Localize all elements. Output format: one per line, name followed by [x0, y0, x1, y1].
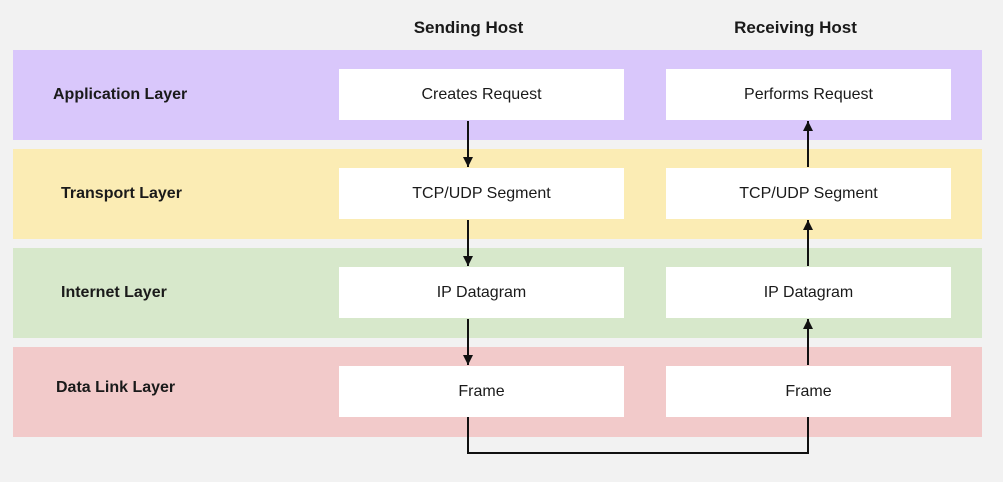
internet-layer-label: Internet Layer: [61, 284, 167, 301]
transport-layer-band: Transport Layer TCP/UDP Segment TCP/UDP …: [13, 149, 982, 239]
receiving-data-link-box: Frame: [666, 366, 951, 417]
sending-application-box: Creates Request: [339, 69, 624, 120]
receiving-application-box: Performs Request: [666, 69, 951, 120]
application-layer-band: Application Layer Creates Request Perfor…: [13, 50, 982, 140]
receiving-internet-box: IP Datagram: [666, 267, 951, 318]
receiving-transport-box: TCP/UDP Segment: [666, 168, 951, 219]
data-link-layer-band: Data Link Layer Frame Frame: [13, 347, 982, 437]
data-link-layer-label: Data Link Layer: [56, 379, 176, 396]
receiving-host-heading: Receiving Host: [734, 18, 857, 37]
sending-data-link-box: Frame: [339, 366, 624, 417]
sending-internet-box: IP Datagram: [339, 267, 624, 318]
transport-layer-label: Transport Layer: [61, 185, 182, 202]
internet-layer-band: Internet Layer IP Datagram IP Datagram: [13, 248, 982, 338]
sending-transport-box: TCP/UDP Segment: [339, 168, 624, 219]
sending-host-heading: Sending Host: [413, 18, 524, 37]
application-layer-label: Application Layer: [53, 86, 188, 103]
